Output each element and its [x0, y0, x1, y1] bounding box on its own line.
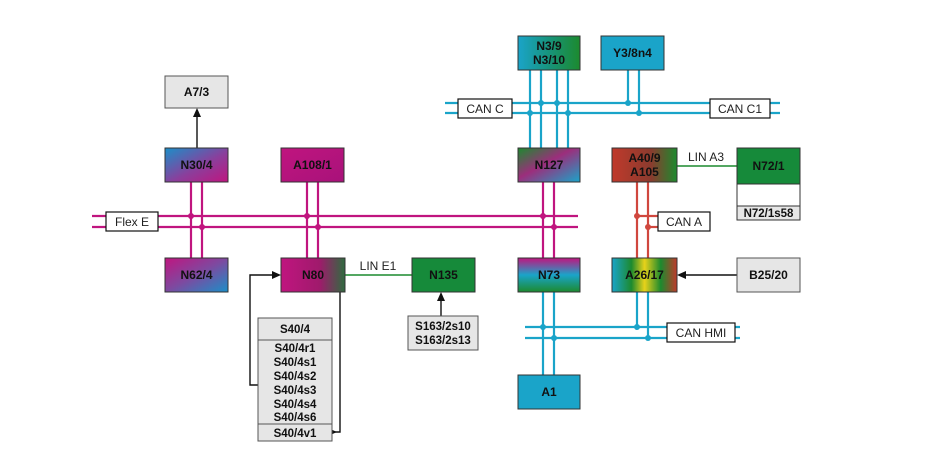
bus-label-lin-a3: LIN A3 — [688, 150, 724, 164]
node-n72-1[interactable]: N72/1 — [736, 147, 801, 185]
flex-e-junctions — [188, 213, 557, 230]
switch-s40-4: S40/4 — [280, 324, 311, 336]
svg-text:N72/1s58: N72/1s58 — [744, 208, 794, 220]
node-n62-4[interactable]: N62/4 — [164, 257, 229, 293]
bus-label-can-c1: CAN C1 — [709, 98, 771, 119]
svg-text:N30/4: N30/4 — [180, 158, 212, 172]
svg-text:A7/3: A7/3 — [184, 85, 210, 99]
svg-text:N135: N135 — [429, 268, 458, 282]
node-b25-20[interactable]: B25/20 — [736, 257, 801, 293]
svg-text:A1: A1 — [541, 385, 557, 399]
svg-text:A26/17: A26/17 — [625, 268, 664, 282]
node-n73[interactable]: N73 — [517, 257, 581, 293]
svg-text:N3/9: N3/9 — [536, 39, 562, 53]
node-n30-4[interactable]: N30/4 — [164, 147, 229, 183]
switch-s40-4s6: S40/4s6 — [274, 412, 317, 424]
bus-label-flex-e: Flex E — [105, 211, 159, 232]
svg-text:CAN A: CAN A — [666, 215, 702, 229]
svg-text:CAN C1: CAN C1 — [718, 102, 762, 116]
can-a-bus — [635, 182, 660, 258]
node-s163-switches[interactable]: S163/2s10 S163/2s13 — [407, 315, 479, 351]
svg-text:N127: N127 — [535, 158, 564, 172]
svg-text:A108/1: A108/1 — [293, 158, 332, 172]
svg-text:A105: A105 — [630, 165, 659, 179]
switch-group-s40[interactable]: S40/4 S40/4r1 S40/4s1 S40/4s2 S40/4s3 S4… — [257, 317, 333, 442]
node-n72-1s58[interactable]: N72/1s58 — [736, 183, 801, 221]
svg-text:B25/20: B25/20 — [749, 268, 788, 282]
flex-e-bus — [92, 182, 578, 260]
node-y3-8n4[interactable]: Y3/8n4 — [600, 35, 665, 71]
svg-text:S163/2s10: S163/2s10 — [415, 321, 471, 333]
bus-label-lin-e1: LIN E1 — [360, 259, 397, 273]
svg-text:N62/4: N62/4 — [180, 268, 212, 282]
switch-s40-4s1: S40/4s1 — [274, 357, 317, 369]
node-a7-3[interactable]: A7/3 — [164, 75, 229, 109]
svg-text:N72/1: N72/1 — [752, 159, 784, 173]
bus-label-can-a: CAN A — [657, 211, 711, 232]
svg-text:CAN HMI: CAN HMI — [676, 326, 727, 340]
node-a26-17[interactable]: A26/17 — [611, 257, 678, 293]
switch-s40-4s4: S40/4s4 — [274, 399, 317, 411]
svg-text:Y3/8n4: Y3/8n4 — [613, 46, 652, 60]
svg-text:Flex E: Flex E — [115, 215, 149, 229]
svg-text:N80: N80 — [302, 268, 324, 282]
svg-text:A40/9: A40/9 — [628, 151, 660, 165]
switch-s40-4v1: S40/4v1 — [274, 428, 317, 440]
node-n127[interactable]: N127 — [517, 147, 581, 183]
bus-label-can-hmi: CAN HMI — [666, 322, 736, 343]
switch-s40-4r1: S40/4r1 — [275, 343, 317, 355]
node-n135[interactable]: N135 — [411, 257, 476, 293]
node-n80[interactable]: N80 — [280, 257, 346, 293]
node-n3-9-n3-10[interactable]: N3/9 N3/10 — [517, 35, 581, 71]
svg-text:CAN C: CAN C — [466, 102, 504, 116]
can-a-junctions — [634, 213, 651, 230]
node-a1[interactable]: A1 — [517, 374, 581, 410]
bus-label-can-c: CAN C — [457, 98, 513, 119]
node-a108-1[interactable]: A108/1 — [280, 147, 345, 183]
switch-s40-4s2: S40/4s2 — [274, 371, 317, 383]
svg-text:S163/2s13: S163/2s13 — [415, 335, 471, 347]
svg-text:N73: N73 — [538, 268, 560, 282]
switch-s40-4s3: S40/4s3 — [274, 385, 317, 397]
svg-text:N3/10: N3/10 — [533, 53, 565, 67]
can-c-junctions — [527, 100, 642, 116]
node-a40-9-a105[interactable]: A40/9 A105 — [611, 147, 678, 183]
can-hmi-junctions — [540, 324, 651, 341]
